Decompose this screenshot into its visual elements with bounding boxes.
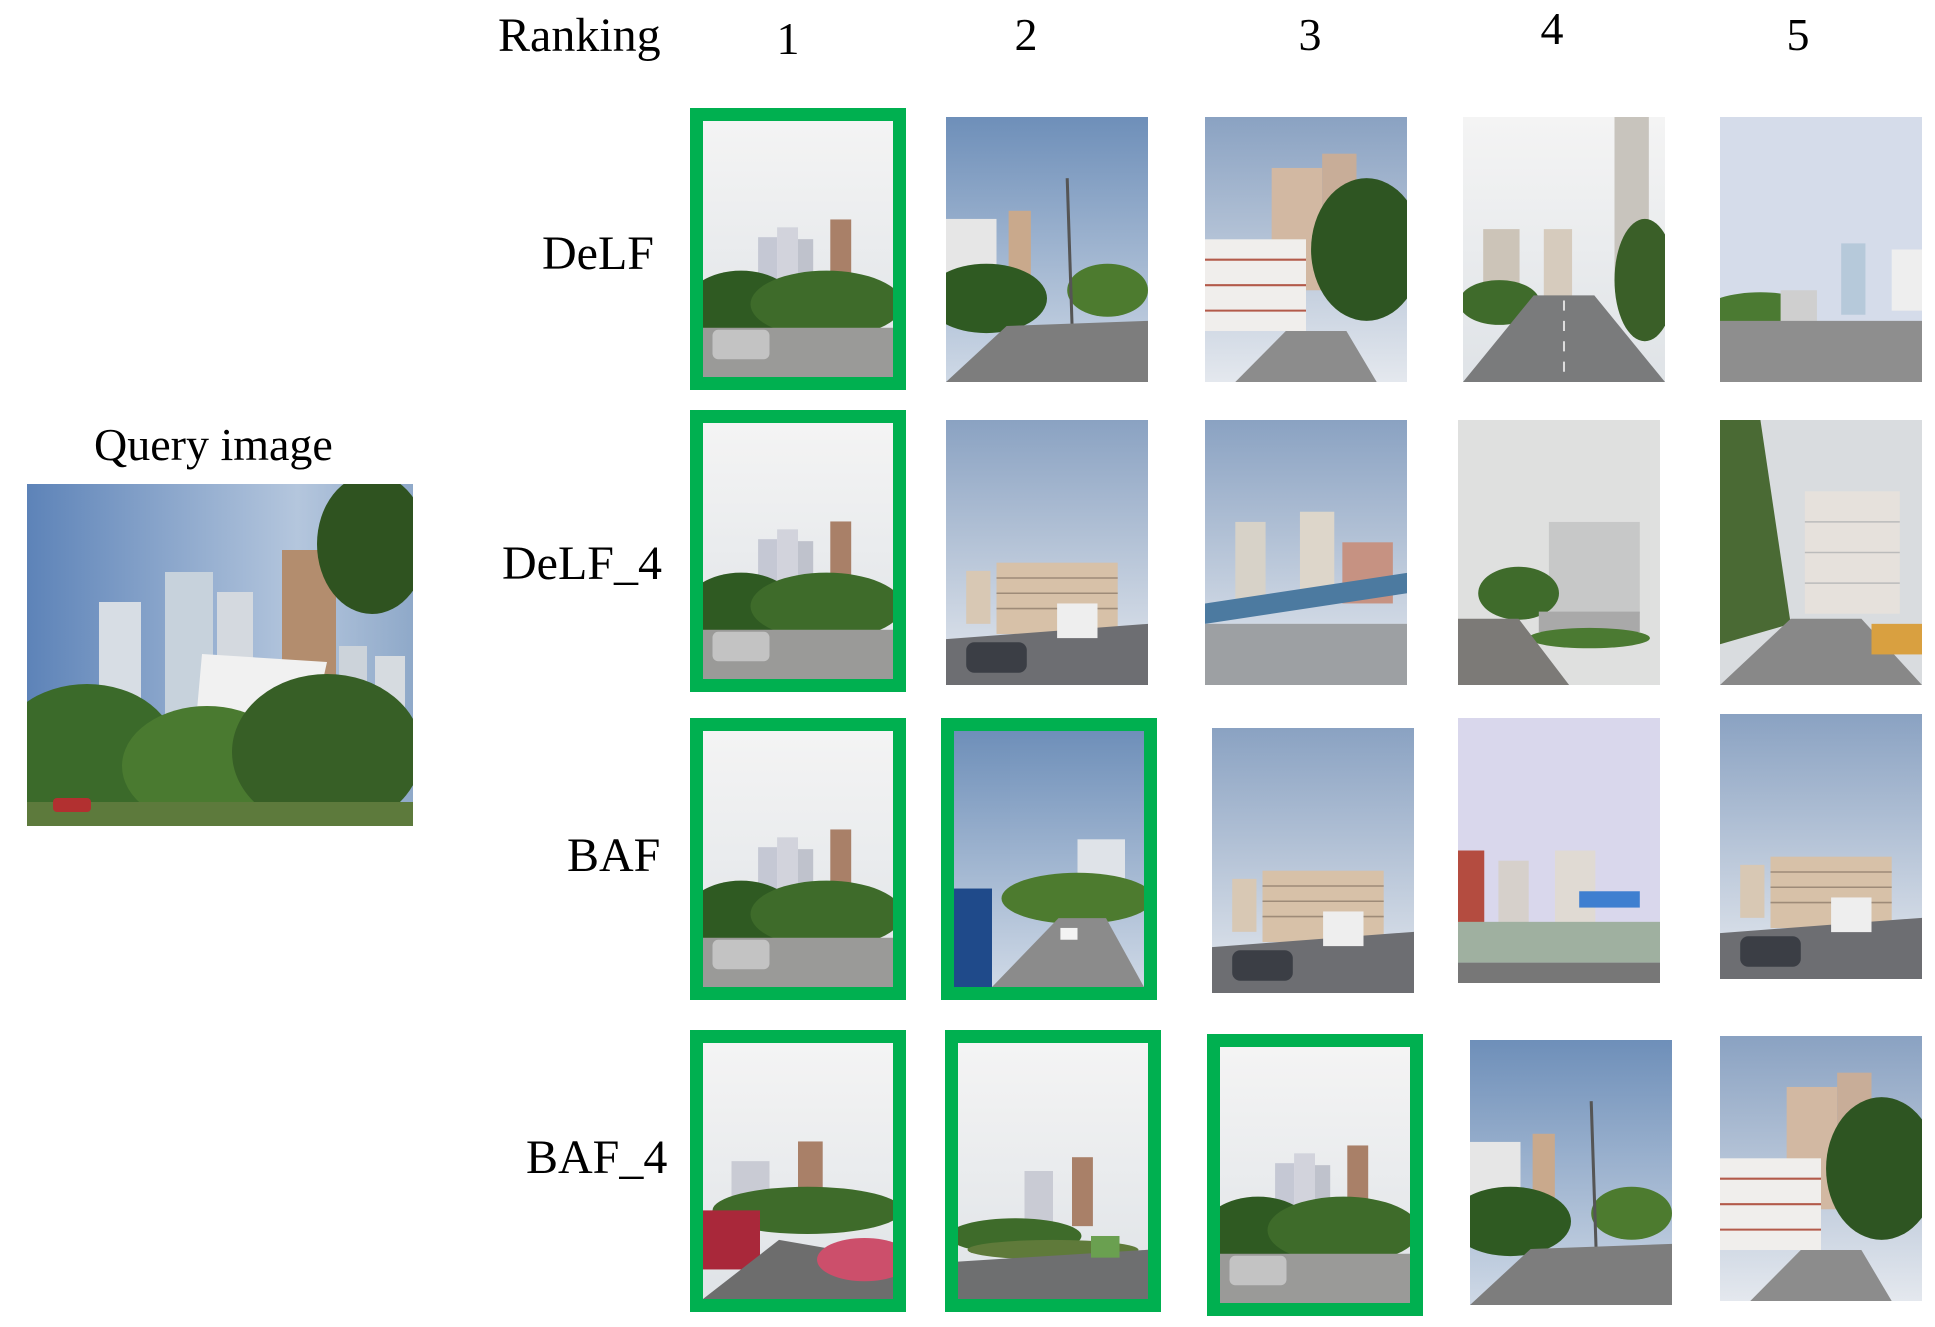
thumb-delf4-rank-1 [690, 410, 906, 692]
thumb-baf4-rank-4 [1470, 1040, 1672, 1305]
thumb-delf4-rank-2 [946, 420, 1148, 685]
rank-5: 5 [1786, 9, 1810, 60]
rank-4: 4 [1540, 3, 1564, 54]
thumb-delf-rank-1 [690, 108, 906, 390]
thumb-baf-rank-2 [941, 718, 1157, 1000]
thumb-delf-rank-3 [1205, 117, 1407, 382]
rank-3: 3 [1298, 9, 1322, 60]
row-label-baf: BAF [567, 829, 661, 882]
row-label-baf-4: BAF_4 [526, 1131, 668, 1184]
row-label-delf-4: DeLF_4 [502, 537, 662, 590]
ranking-label: Ranking [498, 9, 661, 62]
thumb-delf-rank-5 [1720, 117, 1922, 382]
thumb-baf4-rank-5 [1720, 1036, 1922, 1301]
thumb-delf4-rank-5 [1720, 420, 1922, 685]
query-image [27, 484, 413, 826]
thumb-baf-rank-3 [1212, 728, 1414, 993]
thumb-baf4-rank-1 [690, 1030, 906, 1312]
thumb-delf-rank-2 [946, 117, 1148, 382]
thumb-delf4-rank-3 [1205, 420, 1407, 685]
row-label-delf: DeLF [542, 227, 654, 280]
thumb-baf-rank-4 [1458, 718, 1660, 983]
rank-2: 2 [1014, 9, 1038, 60]
thumb-baf-rank-1 [690, 718, 906, 1000]
query-image-label: Query image [94, 419, 333, 470]
thumb-baf-rank-5 [1720, 714, 1922, 979]
rank-1: 1 [776, 13, 800, 64]
thumb-delf4-rank-4 [1458, 420, 1660, 685]
thumb-baf4-rank-3 [1207, 1034, 1423, 1316]
thumb-delf-rank-4 [1463, 117, 1665, 382]
thumb-baf4-rank-2 [945, 1030, 1161, 1312]
